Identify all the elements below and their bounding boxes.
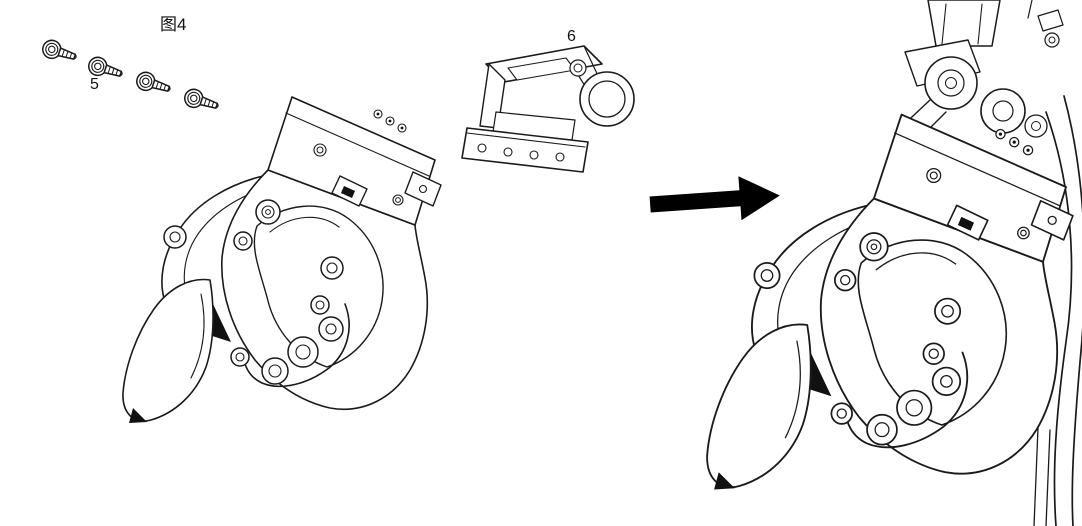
arrow-right-icon bbox=[649, 176, 780, 221]
part-label-6: 6 bbox=[567, 28, 576, 45]
part-label-5: 5 bbox=[90, 76, 99, 93]
figure-label: 图4 bbox=[160, 15, 187, 34]
gripper-left-view bbox=[122, 96, 442, 424]
robot-arm-group bbox=[895, 0, 1082, 526]
bracket-bolt bbox=[569, 59, 587, 77]
arm-joint bbox=[980, 88, 1026, 134]
bracket-part-group bbox=[461, 45, 635, 173]
screw-part bbox=[181, 86, 222, 116]
screws-part-group bbox=[39, 37, 222, 116]
gripper-right-view bbox=[706, 113, 1074, 491]
arm-contour bbox=[1045, 111, 1073, 526]
bracket-base-plate bbox=[461, 127, 589, 173]
arm-rod bbox=[1033, 427, 1051, 526]
arm-joint bbox=[924, 56, 978, 110]
arm-joint bbox=[1024, 114, 1048, 138]
screw-part bbox=[133, 69, 174, 99]
screw-part bbox=[39, 37, 80, 67]
arm-cylinder bbox=[927, 0, 1001, 47]
